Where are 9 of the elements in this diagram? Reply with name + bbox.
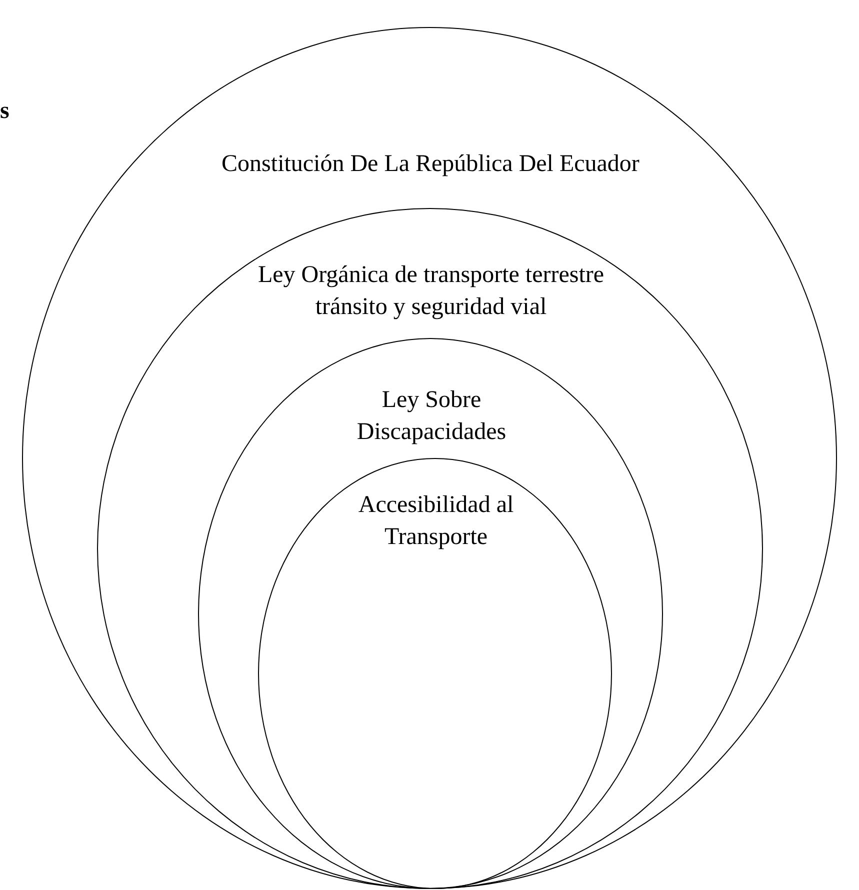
ellipse-label: Ley Orgánica de transporte terrestre tránsito y seguridad vial [256, 261, 606, 322]
ellipse [97, 208, 763, 889]
ellipse [258, 458, 612, 889]
ellipse-label: Constitución De La República Del Ecuador [220, 150, 640, 179]
ellipse-label: Ley Sobre Discapacidades [356, 386, 508, 447]
ellipse-label: Accesibilidad al Transporte [357, 491, 515, 552]
text-fragment: s [0, 97, 10, 126]
ellipse [198, 338, 663, 889]
ellipse [22, 27, 837, 889]
